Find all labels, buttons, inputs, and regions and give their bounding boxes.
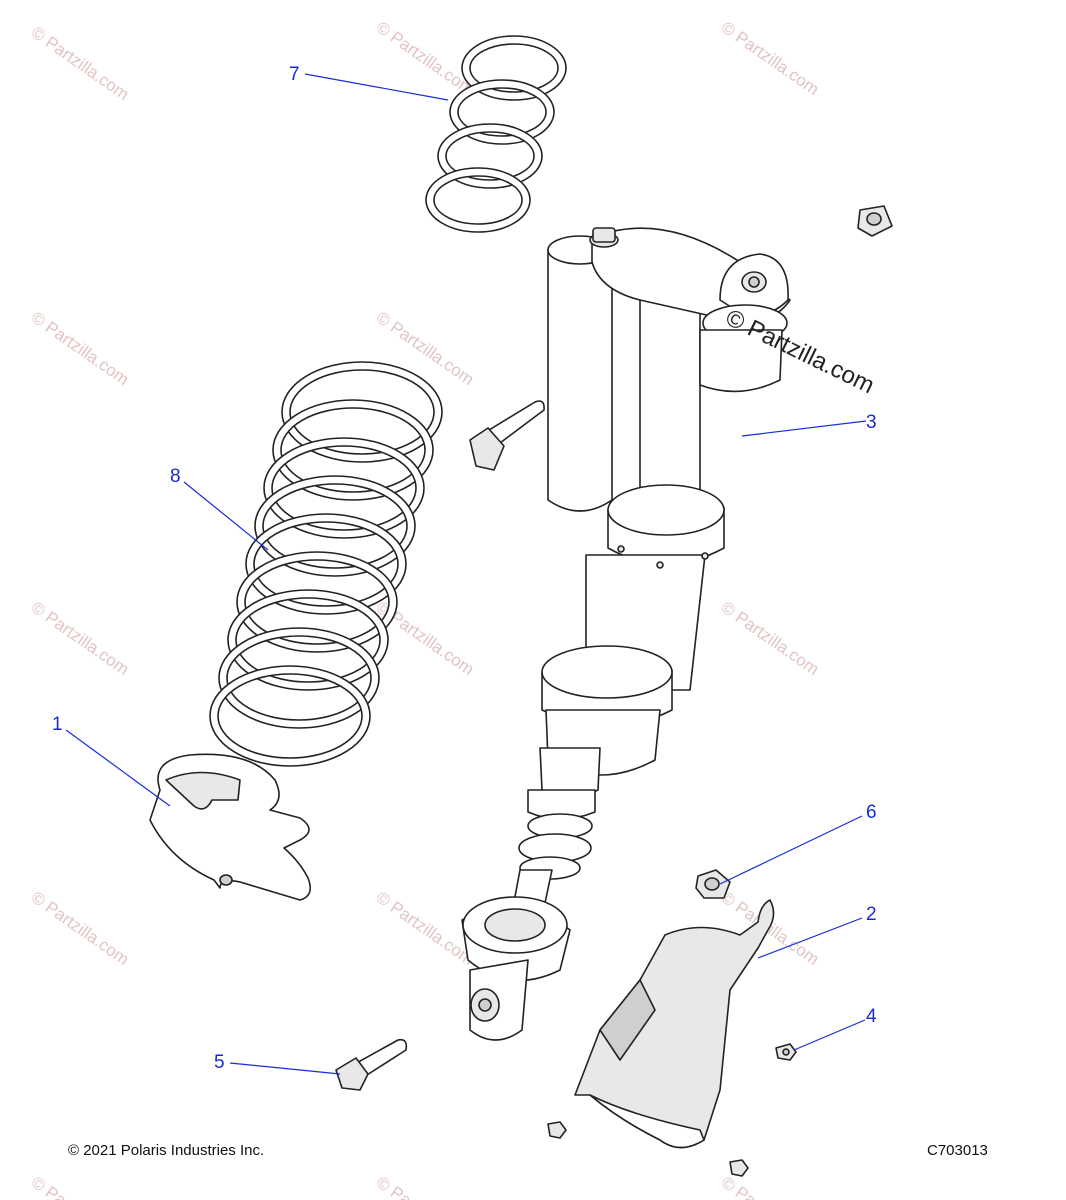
flange-nut[interactable] bbox=[695, 869, 731, 899]
spring-coil-fill bbox=[236, 551, 398, 653]
callout-7[interactable]: 7 bbox=[289, 64, 300, 85]
watermark: © Partzilla.com bbox=[28, 23, 133, 104]
spring-coil-inner bbox=[445, 131, 535, 181]
watermark: © Partzilla.com bbox=[28, 308, 133, 389]
spring-coil-fill bbox=[461, 35, 567, 101]
spring-coil-fill bbox=[425, 167, 531, 233]
spring-coil-inner bbox=[433, 175, 523, 225]
lower-bolt[interactable] bbox=[335, 1038, 408, 1091]
watermark: © Partzilla.com bbox=[373, 1173, 478, 1200]
spring-small[interactable] bbox=[425, 35, 567, 233]
spring-coil-inner bbox=[262, 483, 408, 569]
leader-line-5 bbox=[229, 1062, 341, 1075]
spring-coil-inner bbox=[271, 445, 417, 531]
watermark: © Partzilla.com bbox=[373, 888, 478, 969]
watermark: © Partzilla.com bbox=[718, 1173, 823, 1200]
screw[interactable] bbox=[775, 1043, 797, 1061]
watermark: © Partzilla.com bbox=[718, 18, 823, 99]
spring-coil-fill bbox=[449, 79, 555, 145]
spring-coil-inner bbox=[217, 673, 363, 759]
spring-retainer[interactable] bbox=[149, 753, 311, 901]
spring-coil-inner bbox=[457, 87, 547, 137]
spring-coil-fill bbox=[209, 665, 371, 767]
spring-coil-fill bbox=[281, 361, 443, 463]
spring-coil-outer bbox=[263, 437, 425, 539]
spring-coil-inner bbox=[226, 635, 372, 721]
callout-6[interactable]: 6 bbox=[866, 802, 877, 823]
leader-line-4 bbox=[793, 1019, 866, 1051]
spring-coil-outer bbox=[245, 513, 407, 615]
spring-coil-fill bbox=[272, 399, 434, 501]
spring-coil-inner bbox=[244, 559, 390, 645]
leader-line-8 bbox=[183, 481, 269, 551]
spring-coil-fill bbox=[254, 475, 416, 577]
leader-line-7 bbox=[304, 73, 449, 101]
watermark: © Partzilla.com bbox=[28, 598, 133, 679]
watermark: © Partzilla.com bbox=[28, 1173, 133, 1200]
leader-line-2 bbox=[757, 917, 863, 959]
callouts: 7 8 3 1 6 2 4 5 bbox=[52, 64, 877, 1073]
spring-coil-outer bbox=[425, 167, 531, 233]
spring-coil-fill bbox=[218, 627, 380, 729]
watermark: © Partzilla.com bbox=[718, 598, 823, 679]
shock-absorber[interactable] bbox=[461, 227, 791, 1041]
leader-line-6 bbox=[719, 815, 863, 885]
callout-8[interactable]: 8 bbox=[170, 466, 181, 487]
copyright-notice: © 2021 Polaris Industries Inc. bbox=[68, 1142, 265, 1159]
spring-coil-outer bbox=[437, 123, 543, 189]
top-mount-nut[interactable] bbox=[857, 205, 893, 237]
spring-coil-outer bbox=[272, 399, 434, 501]
spring-coil-fill bbox=[245, 513, 407, 615]
callout-1[interactable]: 1 bbox=[52, 714, 63, 735]
spring-coil-outer bbox=[281, 361, 443, 463]
spring-coil-inner bbox=[280, 407, 426, 493]
watermark: © Partzilla.com bbox=[373, 18, 478, 99]
spring-coil-fill bbox=[437, 123, 543, 189]
shock-guard[interactable] bbox=[574, 899, 775, 1149]
callout-3[interactable]: 3 bbox=[866, 412, 877, 433]
spring-coil-inner bbox=[469, 43, 559, 93]
callout-2[interactable]: 2 bbox=[866, 904, 877, 925]
spring-coil-inner bbox=[253, 521, 399, 607]
spring-coil-outer bbox=[209, 665, 371, 767]
leader-line-3 bbox=[741, 420, 867, 437]
small-screw[interactable] bbox=[729, 1159, 749, 1177]
spring-large[interactable] bbox=[209, 361, 443, 767]
spring-coil-fill bbox=[263, 437, 425, 539]
upper-bolt[interactable] bbox=[469, 400, 545, 471]
watermark: © Partzilla.com bbox=[373, 308, 478, 389]
watermark: © Partzilla.com bbox=[28, 888, 133, 969]
figure-code: C703013 bbox=[927, 1142, 988, 1159]
spring-coil-inner bbox=[289, 369, 435, 455]
spring-coil-outer bbox=[461, 35, 567, 101]
spring-coil-fill bbox=[227, 589, 389, 691]
spring-coil-outer bbox=[236, 551, 398, 653]
spring-coil-outer bbox=[227, 589, 389, 691]
leader-lines bbox=[65, 73, 867, 1075]
spring-coil-outer bbox=[449, 79, 555, 145]
callout-4[interactable]: 4 bbox=[866, 1006, 877, 1027]
leader-line-1 bbox=[65, 729, 171, 807]
callout-5[interactable]: 5 bbox=[214, 1052, 225, 1073]
small-screw[interactable] bbox=[547, 1121, 567, 1139]
spring-coil-outer bbox=[254, 475, 416, 577]
spring-coil-inner bbox=[235, 597, 381, 683]
spring-coil-outer bbox=[218, 627, 380, 729]
